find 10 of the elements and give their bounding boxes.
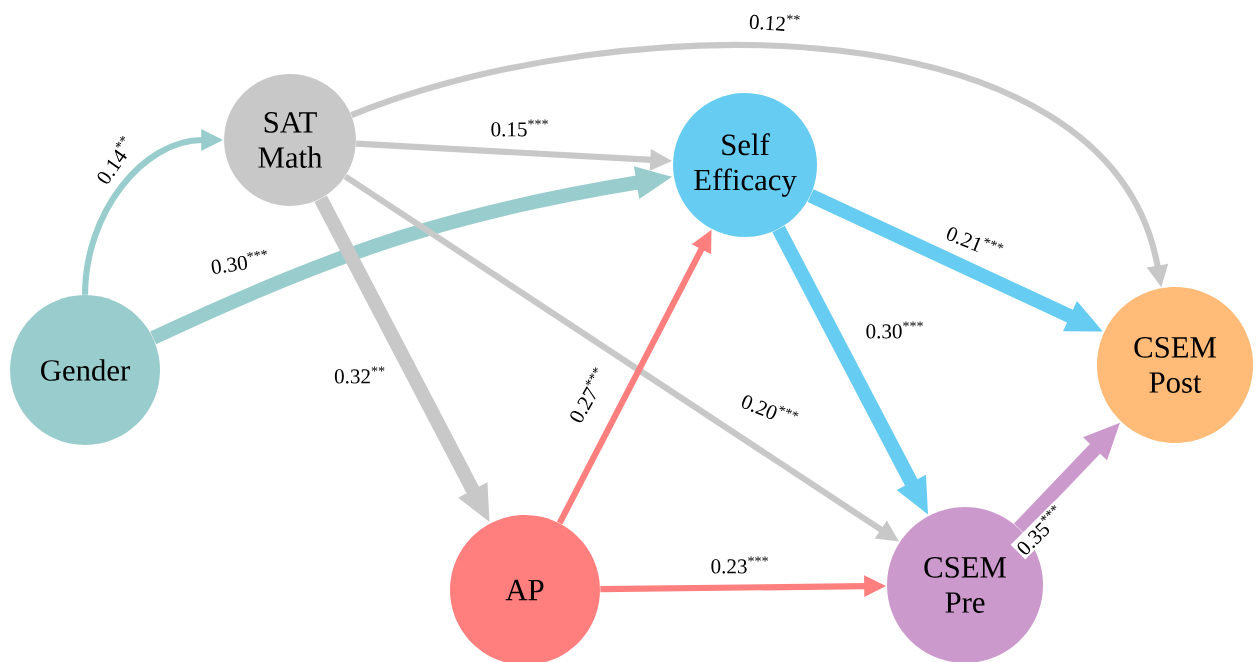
edge-label: 0.21$^{***}$ (942, 220, 1008, 264)
edge-label: 0.32$^{**}$ (332, 364, 388, 386)
edge-label: 0.35$^{***}$ (1010, 500, 1070, 560)
edge-label: 0.30$^{***}$ (863, 319, 927, 341)
edge-label: 0.23$^{***}$ (708, 554, 772, 576)
edge-label: 0.30$^{***}$ (207, 247, 273, 277)
edge-label: 0.15$^{***}$ (488, 117, 552, 139)
edge-label: 0.20$^{***}$ (737, 388, 803, 432)
edge-label: 0.14$^{**}$ (90, 131, 140, 189)
edge-label: 0.12$^{**}$ (746, 9, 804, 35)
